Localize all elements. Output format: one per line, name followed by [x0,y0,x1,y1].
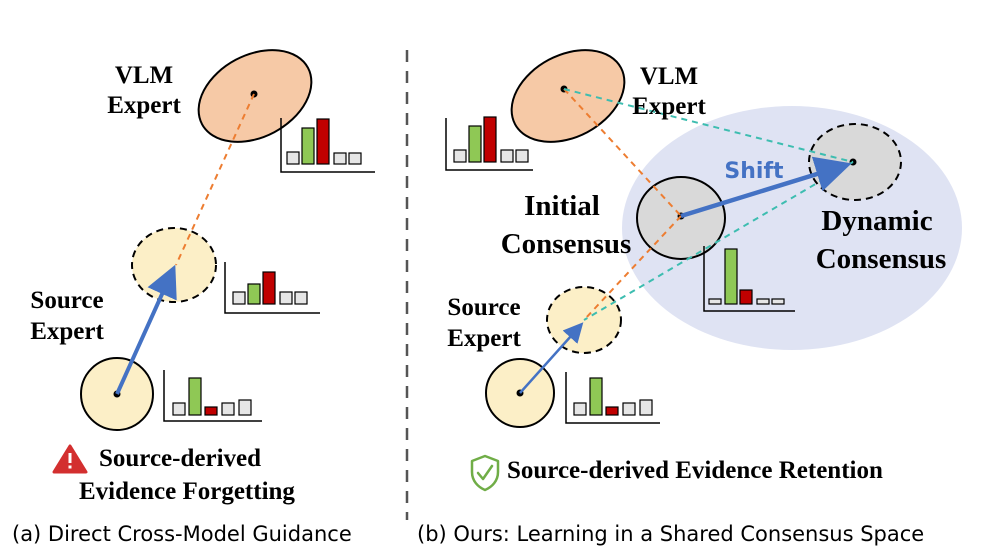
consensus-shift-arrow [680,156,852,219]
histogram-consensus [703,246,795,312]
histogram-vlm-b [445,116,533,171]
vlm-expert-ellipse-b [510,49,626,143]
vlm-label-b-line1: VLM [640,63,698,90]
source-shift-arrow-b [519,322,584,394]
histogram-source-a [163,370,262,422]
shift-label: Shift [724,159,784,184]
vlm-label-a-line1: VLM [115,62,173,89]
panel-b: VLM Expert Initial Consensus Shift Dynam… [417,49,962,546]
teal-line-vlm-dynamic [563,88,854,163]
source-label-b-line1: Source [447,294,520,321]
shift-arrow-a [115,264,177,395]
source-label-a-line2: Expert [30,318,104,345]
histogram-mid-a [224,262,320,314]
warning-triangle-icon [52,444,88,474]
source-label-a-line1: Source [30,287,103,314]
panel-a: VLM Expert Source Expert Source-derived … [12,49,375,546]
retention-text: Source-derived Evidence Retention [507,457,883,484]
teal-line-dynamic-source [583,161,854,321]
caption-a: (a) Direct Cross-Model Guidance [12,522,352,546]
histogram-vlm-a [280,118,375,173]
shield-check-icon [470,454,500,492]
caption-b: (b) Ours: Learning in a Shared Consensus… [417,522,924,546]
initial-consensus-line1: Initial [524,190,600,222]
moved-source-ellipse-a [131,227,217,303]
orange-line-vlm-initial [563,88,682,217]
warning-text-line2: Evidence Forgetting [79,478,295,505]
initial-consensus-line2: Consensus [501,228,632,260]
guidance-line-a [175,93,255,266]
histogram-source-b [565,372,660,424]
orange-line-initial-source [583,215,682,321]
vlm-label-b-line2: Expert [632,93,706,120]
vlm-label-a-line2: Expert [107,92,181,119]
dynamic-consensus-line2: Consensus [816,243,947,275]
warning-text-line1: Source-derived [99,445,261,472]
dynamic-consensus-line1: Dynamic [821,205,932,237]
source-label-b-line2: Expert [447,325,521,352]
